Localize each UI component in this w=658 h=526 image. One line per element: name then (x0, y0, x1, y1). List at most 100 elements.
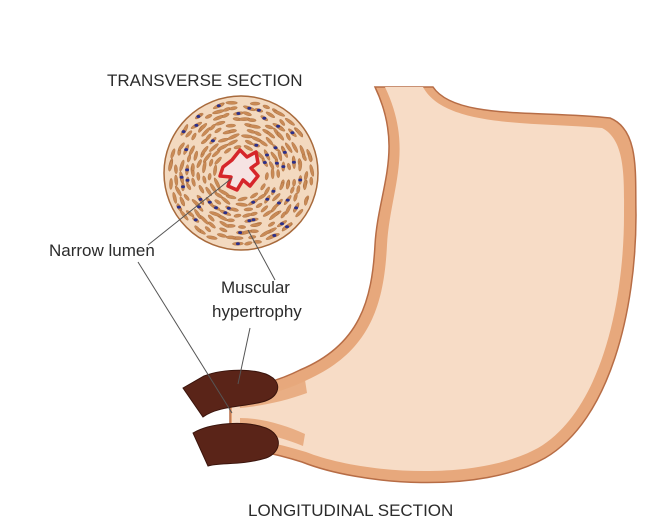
muscle-fiber (304, 171, 309, 181)
muscle-fiber (276, 169, 280, 178)
muscle-fiber (185, 130, 193, 138)
muscle-fiber (201, 145, 209, 155)
muscle-nucleus (262, 116, 267, 120)
narrow-lumen-label: Narrow lumen (49, 241, 155, 260)
muscle-fiber (265, 111, 275, 118)
muscle-fiber (207, 221, 216, 229)
muscle-nucleus (285, 225, 289, 229)
muscle-fiber (185, 210, 195, 218)
muscle-fiber (191, 132, 197, 141)
muscle-fiber (280, 211, 287, 219)
muscle-fiber (309, 176, 314, 186)
muscle-nucleus (285, 198, 290, 202)
muscle-fiber (191, 163, 195, 172)
muscular-hypertrophy-label-line2: hypertrophy (212, 302, 302, 321)
muscle-fiber (290, 186, 295, 194)
muscle-fiber (244, 241, 253, 246)
muscle-nucleus (280, 222, 284, 226)
leader-narrow-lumen-top (147, 177, 233, 246)
muscle-fiber (178, 142, 185, 151)
muscle-fiber (262, 104, 270, 109)
muscle-fiber (214, 199, 222, 205)
muscle-fiber (205, 133, 212, 141)
muscle-nucleus (294, 206, 299, 210)
muscle-fiber (292, 178, 296, 187)
muscle-fiber (193, 150, 198, 161)
muscle-fiber (179, 196, 185, 207)
muscle-nucleus (272, 234, 277, 237)
muscle-fiber (219, 220, 230, 228)
muscle-nucleus (210, 139, 215, 143)
muscle-nucleus (216, 104, 221, 108)
muscle-fiber (225, 123, 236, 128)
muscle-fiber (298, 160, 303, 172)
muscle-fiber (285, 142, 293, 153)
muscle-fiber (249, 124, 261, 129)
muscle-fiber (203, 152, 212, 163)
muscle-nucleus (193, 218, 198, 222)
muscle-nucleus (277, 201, 281, 205)
muscle-fiber (196, 159, 202, 168)
muscle-nucleus (185, 168, 190, 172)
muscle-fiber (205, 186, 212, 196)
muscle-fiber (218, 189, 230, 197)
muscle-fiber (273, 110, 285, 117)
muscle-nucleus (247, 106, 252, 110)
muscle-fiber (258, 140, 268, 147)
muscle-fiber (216, 233, 227, 238)
muscle-fiber (253, 131, 262, 136)
muscle-nucleus (274, 161, 279, 165)
muscle-fiber (214, 156, 222, 165)
muscle-fiber (284, 117, 295, 126)
muscle-fiber (235, 202, 249, 207)
muscle-nucleus (196, 115, 201, 118)
muscle-fiber (188, 145, 195, 156)
muscle-fiber (194, 225, 201, 233)
narrow-lumen-shape (218, 148, 260, 192)
muscle-nucleus (184, 148, 189, 152)
muscle-fiber (238, 225, 246, 229)
muscle-nucleus (251, 200, 256, 204)
muscle-fiber (250, 223, 261, 227)
muscle-fiber (250, 192, 259, 199)
muscle-nucleus (273, 146, 278, 150)
muscle-fiber (266, 131, 275, 139)
muscle-fiber (170, 148, 176, 159)
muscle-fiber (209, 211, 221, 217)
muscle-fiber (293, 192, 298, 202)
muscle-nucleus (185, 178, 190, 182)
muscle-fiber (172, 192, 177, 204)
muscle-fiber (233, 145, 242, 150)
muscle-fiber (219, 227, 228, 233)
muscle-fiber (285, 180, 290, 190)
muscle-nucleus (271, 189, 276, 193)
muscle-fiber (294, 127, 304, 138)
leader-muscular-bottom (237, 327, 251, 385)
muscle-nucleus (281, 165, 286, 169)
muscle-nuclei (176, 104, 303, 246)
muscle-fiber (242, 213, 252, 218)
muscle-nucleus (235, 242, 240, 246)
muscle-fiber (198, 185, 205, 194)
muscle-fiber (213, 164, 217, 176)
muscle-nucleus (282, 150, 287, 154)
muscle-nucleus (176, 205, 181, 209)
muscle-fiber (221, 113, 230, 118)
muscle-fiber (227, 139, 238, 146)
muscle-fiber (276, 131, 285, 141)
muscle-fibers (168, 101, 315, 246)
muscle-fiber (229, 106, 238, 111)
muscle-fiber (196, 172, 201, 181)
muscle-fiber (255, 203, 263, 208)
muscle-fiber (214, 192, 223, 199)
muscle-fiber (308, 152, 313, 163)
muscle-nucleus (179, 175, 184, 179)
muscle-fiber (279, 181, 285, 191)
muscle-fiber (270, 167, 275, 180)
muscle-fiber (260, 205, 269, 213)
muscle-fiber (228, 129, 237, 133)
muscle-nucleus (256, 108, 261, 112)
muscle-fiber (214, 127, 222, 134)
muscle-fiber (295, 209, 304, 218)
muscle-fiber (279, 119, 286, 126)
